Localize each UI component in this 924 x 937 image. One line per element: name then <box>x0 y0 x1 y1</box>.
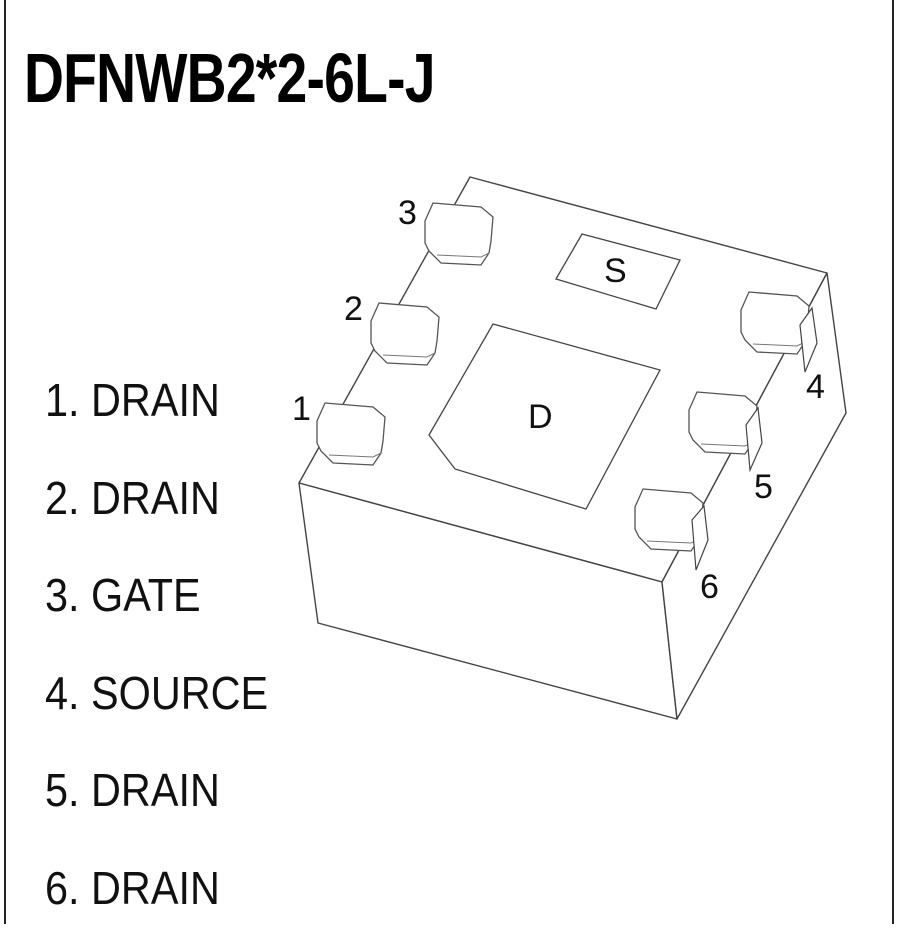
pin-2-pad <box>371 303 439 365</box>
pin-number-label: 6 <box>700 568 719 606</box>
pin-4-pad <box>741 292 809 354</box>
pin-number-label: 2 <box>344 290 363 328</box>
pin-number-label: 5 <box>754 468 773 506</box>
drain-pad-label: D <box>528 398 553 436</box>
pin-number-label: 4 <box>806 368 825 406</box>
pin-number-label: 3 <box>398 194 417 232</box>
pin-3-pad <box>425 203 493 265</box>
pin-1-pad <box>317 403 385 465</box>
source-pad-label: S <box>604 252 627 290</box>
pin-number-label: 1 <box>292 390 311 428</box>
